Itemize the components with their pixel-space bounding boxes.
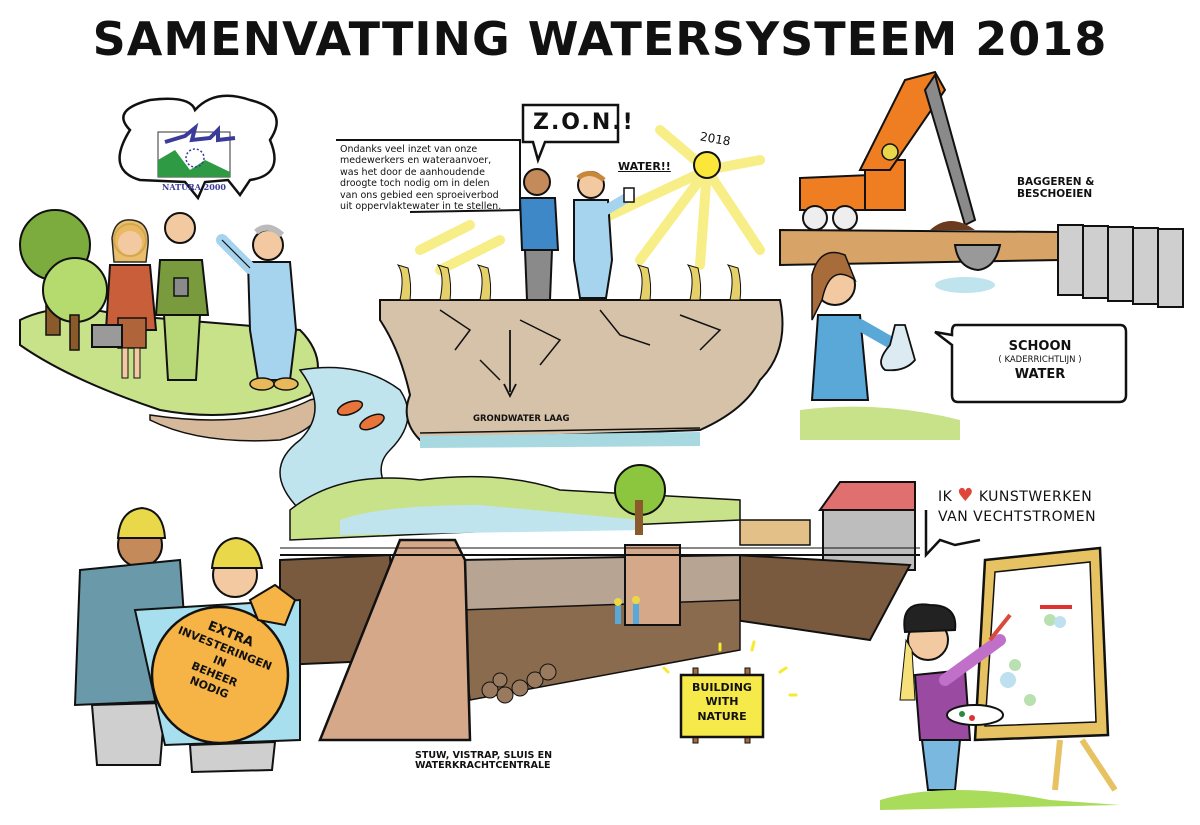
sign-line: WITH (705, 695, 739, 709)
drought-caption-line: medewerkers en wateraanvoer, (340, 155, 492, 167)
drought-scene (336, 103, 784, 448)
clean-water-text: SCHOON ( KADERRICHTLIJN ) WATER (955, 339, 1125, 382)
artist-scene (880, 510, 1120, 810)
groundwater-label: GRONDWATER LAAG (473, 414, 570, 424)
weir-scene (279, 464, 920, 744)
weir-caption-line: STUW, VISTRAP, SLUIS EN (415, 750, 553, 761)
weir-pillar (318, 538, 472, 742)
zon-speech-bubble (521, 103, 620, 164)
sign-text: BUILDING WITH NATURE (681, 681, 763, 724)
jumping-fish (336, 400, 385, 431)
clean-water-line: ( KADERRICHTLIJN ) (998, 355, 1082, 366)
artist-speech-line2: VAN VECHTSTROMEN (938, 509, 1097, 526)
dredging-label-line: BESCHOEIEN (1017, 187, 1093, 200)
clean-water-speech-bubble (934, 323, 1128, 404)
dredging-label-line: BAGGEREN & (1017, 176, 1095, 188)
weir-caption: STUW, VISTRAP, SLUIS EN WATERKRACHTCENTR… (415, 750, 553, 772)
drought-caption-line: droogte toch nodig om in delen (340, 178, 490, 190)
water-shout-text: WATER!! (618, 160, 671, 173)
heart-icon: ♥ (957, 485, 974, 506)
artist-speech: IK ♥ KUNSTWERKEN VAN VECHTSTROMEN (938, 484, 1096, 527)
zon-speech-text: Z.O.N.! (533, 110, 635, 135)
sign-line: BUILDING (692, 681, 752, 694)
svg-text:NATURA 2000: NATURA 2000 (162, 182, 226, 192)
investment-scene (73, 506, 301, 774)
page-title: SAMENVATTING WATERSYSTEEM 2018 (92, 12, 1108, 66)
clean-water-line: WATER (1014, 366, 1066, 382)
clean-water-line: SCHOON (1008, 339, 1072, 354)
weir-caption-line: WATERKRACHTCENTRALE (415, 760, 551, 772)
sun-icon (693, 151, 721, 179)
artist-speech-prefix: IK (938, 489, 953, 505)
dredging-scene (779, 70, 1184, 440)
drought-caption: Ondanks veel inzet van onze medewerkers … (340, 144, 520, 212)
sign-line: NATURE (697, 709, 747, 723)
drought-caption-line: van ons gebied een sproeiverbod (340, 189, 499, 201)
dry-soil (379, 299, 784, 442)
drought-caption-line: was het door de aanhoudende (340, 166, 485, 178)
artist-speech-rest: KUNSTWERKEN (978, 489, 1093, 505)
dredging-label: BAGGEREN & BESCHOEIEN (1017, 176, 1095, 200)
building-with-nature-sign (679, 673, 765, 739)
drought-caption-line: uit oppervlaktewater in te stellen. (340, 200, 502, 212)
money-bag (150, 605, 290, 745)
artist-speech-line1: IK ♥ KUNSTWERKEN (938, 484, 1096, 508)
natura-scene: NATURA 2000 (19, 94, 332, 442)
drought-caption-line: Ondanks veel inzet van onze (340, 144, 478, 155)
